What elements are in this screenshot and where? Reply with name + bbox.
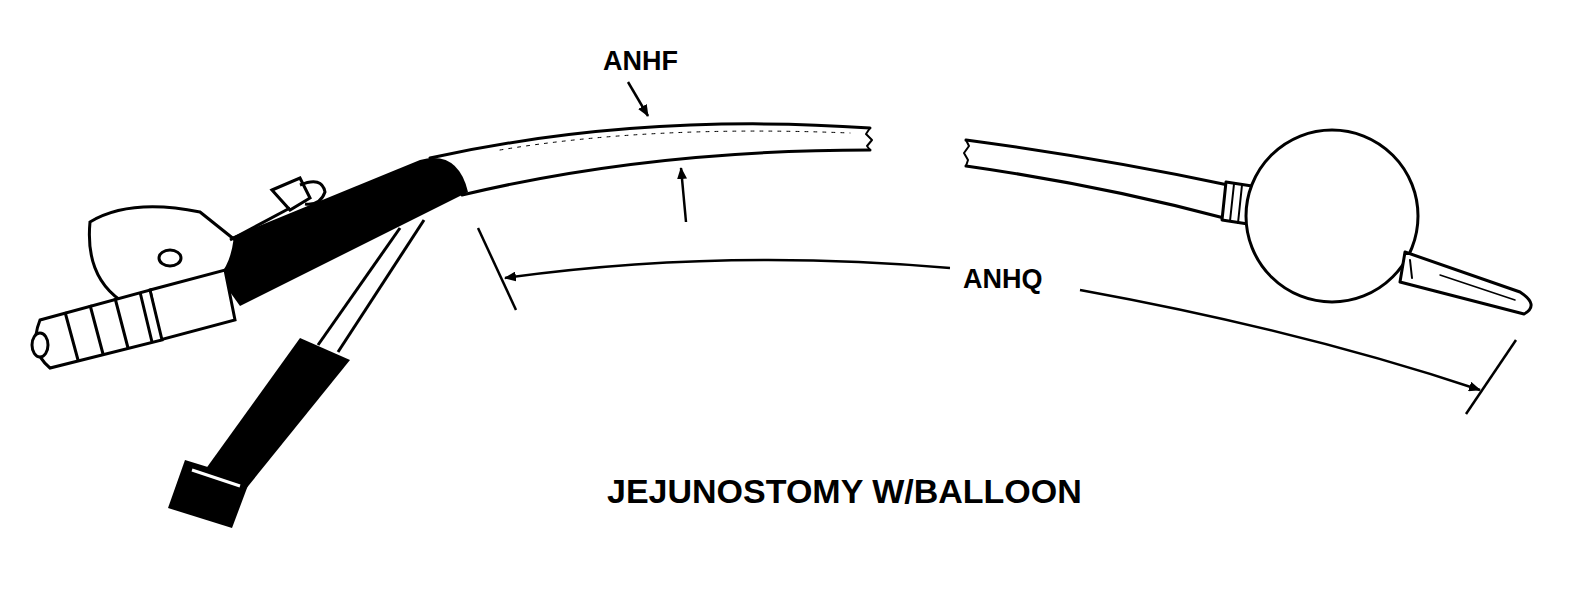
side-port-cap	[192, 470, 240, 486]
tube-clip	[300, 182, 325, 204]
tube-edge	[462, 150, 870, 195]
dimension-label: ANHQ	[963, 266, 1043, 293]
hub-rib	[65, 292, 152, 360]
hub-ribbed-connector	[36, 290, 162, 368]
tube-edge	[966, 140, 1228, 185]
leader-line	[628, 82, 648, 116]
hub-body	[150, 270, 235, 340]
tube-sleeve	[200, 158, 468, 306]
hub-opening	[32, 333, 48, 357]
tube-break	[866, 128, 872, 150]
dimension-line	[1080, 290, 1480, 390]
side-arm	[338, 220, 424, 352]
side-arm	[318, 228, 400, 345]
tube-edge	[430, 124, 870, 158]
leader-line	[681, 168, 686, 222]
balloon-collar	[1230, 184, 1242, 223]
tube-break	[964, 140, 969, 166]
tube-tip	[1410, 260, 1412, 278]
tube-clip	[230, 208, 290, 240]
dimension-label: ANHF	[603, 48, 678, 75]
side-port-fitting	[205, 338, 350, 490]
dimension-tick	[478, 228, 516, 310]
tube-edge	[966, 166, 1224, 218]
dimension-tick	[1466, 340, 1516, 414]
balloon	[1246, 130, 1418, 302]
tube-tip	[1400, 252, 1531, 314]
side-port-cap	[168, 460, 250, 528]
hub-hole	[159, 250, 181, 266]
tube-tip	[1440, 275, 1515, 300]
tube-shading	[500, 131, 850, 150]
caption: JEJUNOSTOMY W/BALLOON	[607, 474, 1082, 508]
dimension-line	[505, 260, 950, 278]
